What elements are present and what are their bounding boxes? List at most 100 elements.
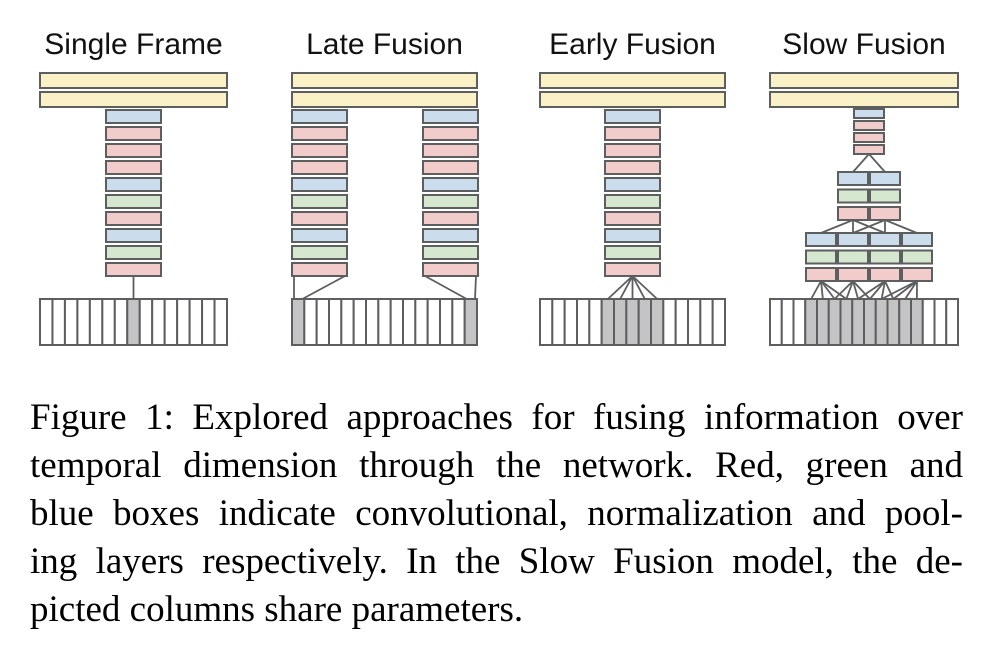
pool-layer-box (105, 177, 162, 192)
connector-line (869, 280, 886, 300)
pool-layer-box (837, 232, 869, 247)
connector-line (852, 280, 871, 300)
column-early-fusion: Early Fusion (539, 28, 727, 346)
frame-cell (539, 298, 554, 346)
frame-cell (201, 298, 216, 346)
conv-layer-box (604, 126, 661, 141)
conv-layer-box (853, 132, 885, 143)
frame-cell (921, 298, 936, 346)
pool-layer-box (853, 108, 885, 119)
caption-line: temporal dimension through the network. … (30, 445, 963, 486)
connector-line (880, 280, 886, 300)
pool-layer-box (901, 232, 933, 247)
frame-strip (769, 298, 959, 346)
norm-layer-box (291, 194, 348, 209)
connector-line (881, 280, 918, 300)
pool-layer-box (422, 109, 479, 124)
connector-line (631, 275, 658, 300)
frame-cell-active (463, 298, 478, 346)
pool-layer-box (604, 228, 661, 243)
frame-cell (365, 298, 380, 346)
conv-layer-box (422, 126, 479, 141)
connector-line (301, 275, 346, 300)
connector-line (619, 275, 634, 300)
pool-layer-box (869, 232, 901, 247)
conv-layer-box (291, 143, 348, 158)
frame-cell (711, 298, 727, 346)
norm-layer-box (604, 194, 661, 209)
norm-layer-box (604, 245, 661, 260)
frame-cell-active (898, 298, 912, 346)
conv-layer-box (853, 144, 885, 155)
frame-cell (662, 298, 677, 346)
frame-cell (389, 298, 404, 346)
frame-cell-active (886, 298, 901, 346)
frame-cell (138, 298, 154, 346)
frame-cell (674, 298, 690, 346)
conv-layer-box (853, 120, 885, 131)
pool-layer-box (422, 177, 479, 192)
conv-layer-box (105, 126, 162, 141)
frame-cell-active (625, 298, 640, 346)
caption-line: picted columns share parameters. (30, 589, 524, 630)
connector-line (868, 153, 886, 173)
dense-layer-box (769, 91, 959, 108)
conv-layer-box (869, 206, 901, 221)
frame-cell (426, 298, 441, 346)
frame-cell (933, 298, 948, 346)
pool-layer-box (422, 228, 479, 243)
column-title: Slow Fusion (782, 28, 945, 61)
frame-cell-active (600, 298, 616, 346)
frame-cell (39, 298, 54, 346)
connector-line (852, 280, 859, 300)
frame-cell (303, 298, 318, 346)
frame-cell-active (910, 298, 924, 346)
connector-line (857, 280, 886, 300)
connector-line (474, 275, 477, 300)
frame-cell (88, 298, 104, 346)
frame-cell (76, 298, 91, 346)
conv-layer-box (105, 211, 162, 226)
column-title: Late Fusion (306, 28, 463, 61)
pool-layer-box (291, 228, 348, 243)
connector-line (810, 280, 822, 300)
frame-strip (291, 298, 478, 346)
frame-cell-active (874, 298, 889, 346)
conv-layer-box (604, 160, 661, 175)
connector-line (820, 280, 836, 300)
frame-cell (439, 298, 454, 346)
conv-layer-box (837, 267, 869, 282)
pool-layer-box (869, 171, 901, 186)
pool-layer-box (105, 228, 162, 243)
frame-cell (563, 298, 579, 346)
connector-line (884, 219, 918, 234)
conv-layer-box (422, 262, 479, 277)
frame-cell (340, 298, 355, 346)
pool-layer-box (604, 177, 661, 192)
connector-line (820, 219, 854, 234)
connector-line (833, 280, 854, 300)
conv-layer-box (805, 267, 837, 282)
norm-layer-box (901, 249, 933, 265)
conv-layer-box (422, 160, 479, 175)
frame-cell (315, 298, 330, 346)
pool-layer-box (604, 109, 661, 124)
pool-layer-box (105, 109, 162, 124)
connector-line (904, 280, 918, 300)
caption-line: ing layers respectively. In the Slow Fus… (30, 541, 963, 582)
dense-layer-box (539, 91, 726, 108)
conv-layer-box (869, 267, 901, 282)
dense-layer-box (291, 72, 478, 89)
column-late-fusion: Late Fusion (291, 28, 479, 346)
frame-cell (588, 298, 603, 346)
frame-cell-active (291, 298, 306, 346)
norm-layer-box (291, 245, 348, 260)
connector-line (892, 280, 918, 300)
norm-layer-box (805, 249, 837, 265)
column-single-frame: Single Frame (39, 28, 229, 346)
frame-cell (101, 298, 116, 346)
conv-layer-box (604, 143, 661, 158)
frame-cell-active (816, 298, 830, 346)
norm-layer-box (105, 194, 162, 209)
